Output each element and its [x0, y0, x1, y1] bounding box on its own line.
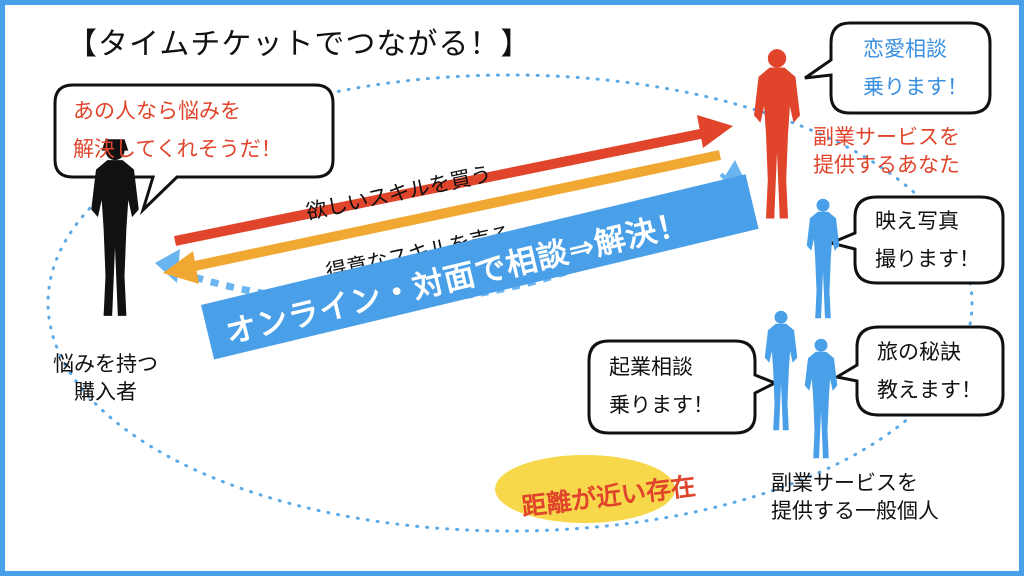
- travel-bubble-line-2: 教えます！: [877, 378, 982, 402]
- seller-you-label-line-2: 提供するあなた: [813, 153, 960, 177]
- seller-you-label-line-1: 副業サービスを: [813, 125, 960, 149]
- seller-general-label-line-2: 提供する一般個人: [771, 499, 939, 523]
- buyer-person-icon: [91, 139, 139, 316]
- seller-you-person-icon: [754, 49, 800, 219]
- seller-general-label: 副業サービスを 提供する一般個人: [771, 469, 939, 525]
- photo-bubble-shape: [826, 195, 1005, 285]
- love-bubble: 恋愛相談 乗ります！: [863, 30, 968, 106]
- buyer-label: 悩みを持つ 購入者: [53, 350, 158, 406]
- sell-arrow-head: [163, 251, 199, 284]
- buyer-bubble-line-2: 解決してくれそうだ！: [73, 137, 282, 161]
- startup-bubble-line-2: 乗ります！: [609, 393, 714, 417]
- photo-person-icon: [806, 198, 840, 319]
- buy-arrow-head: [697, 115, 733, 148]
- startup-bubble-shape: [587, 339, 779, 435]
- travel-person-icon: [804, 338, 838, 459]
- photo-bubble-line-1: 映え写真: [875, 209, 959, 233]
- diagram-graphics: [46, 21, 1005, 533]
- connection-loop: [46, 73, 974, 533]
- buyer-label-line-2: 購入者: [74, 380, 137, 404]
- love-bubble-line-1: 恋愛相談: [863, 37, 947, 61]
- seller-you-label: 副業サービスを 提供するあなた: [813, 123, 960, 179]
- travel-bubble-line-1: 旅の秘訣: [877, 340, 961, 364]
- yellow-ellipse: [495, 455, 675, 523]
- travel-bubble: 旅の秘訣 教えます！: [877, 333, 982, 409]
- love-bubble-line-2: 乗ります！: [863, 75, 968, 99]
- startup-bubble-line-1: 起業相談: [609, 355, 693, 379]
- startup-person-icon: [764, 310, 798, 431]
- page-title: 【タイムチケットでつながる！】: [67, 27, 532, 62]
- travel-bubble-shape: [832, 325, 1005, 417]
- photo-bubble-line-2: 撮ります！: [875, 247, 980, 271]
- sell-arrow-shaft: [188, 150, 722, 272]
- seller-general-label-line-1: 副業サービスを: [771, 471, 918, 495]
- buyer-bubble-line-1: あの人なら悩みを: [73, 99, 241, 123]
- photo-bubble: 映え写真 撮ります！: [875, 202, 980, 278]
- buyer-bubble: あの人なら悩みを 解決してくれそうだ！: [73, 92, 282, 168]
- buyer-label-line-1: 悩みを持つ: [53, 352, 158, 376]
- love-bubble-shape: [804, 21, 992, 115]
- buyer-bubble-shape: [53, 83, 335, 216]
- buy-arrow-shaft: [174, 128, 706, 246]
- startup-bubble: 起業相談 乗ります！: [609, 348, 714, 424]
